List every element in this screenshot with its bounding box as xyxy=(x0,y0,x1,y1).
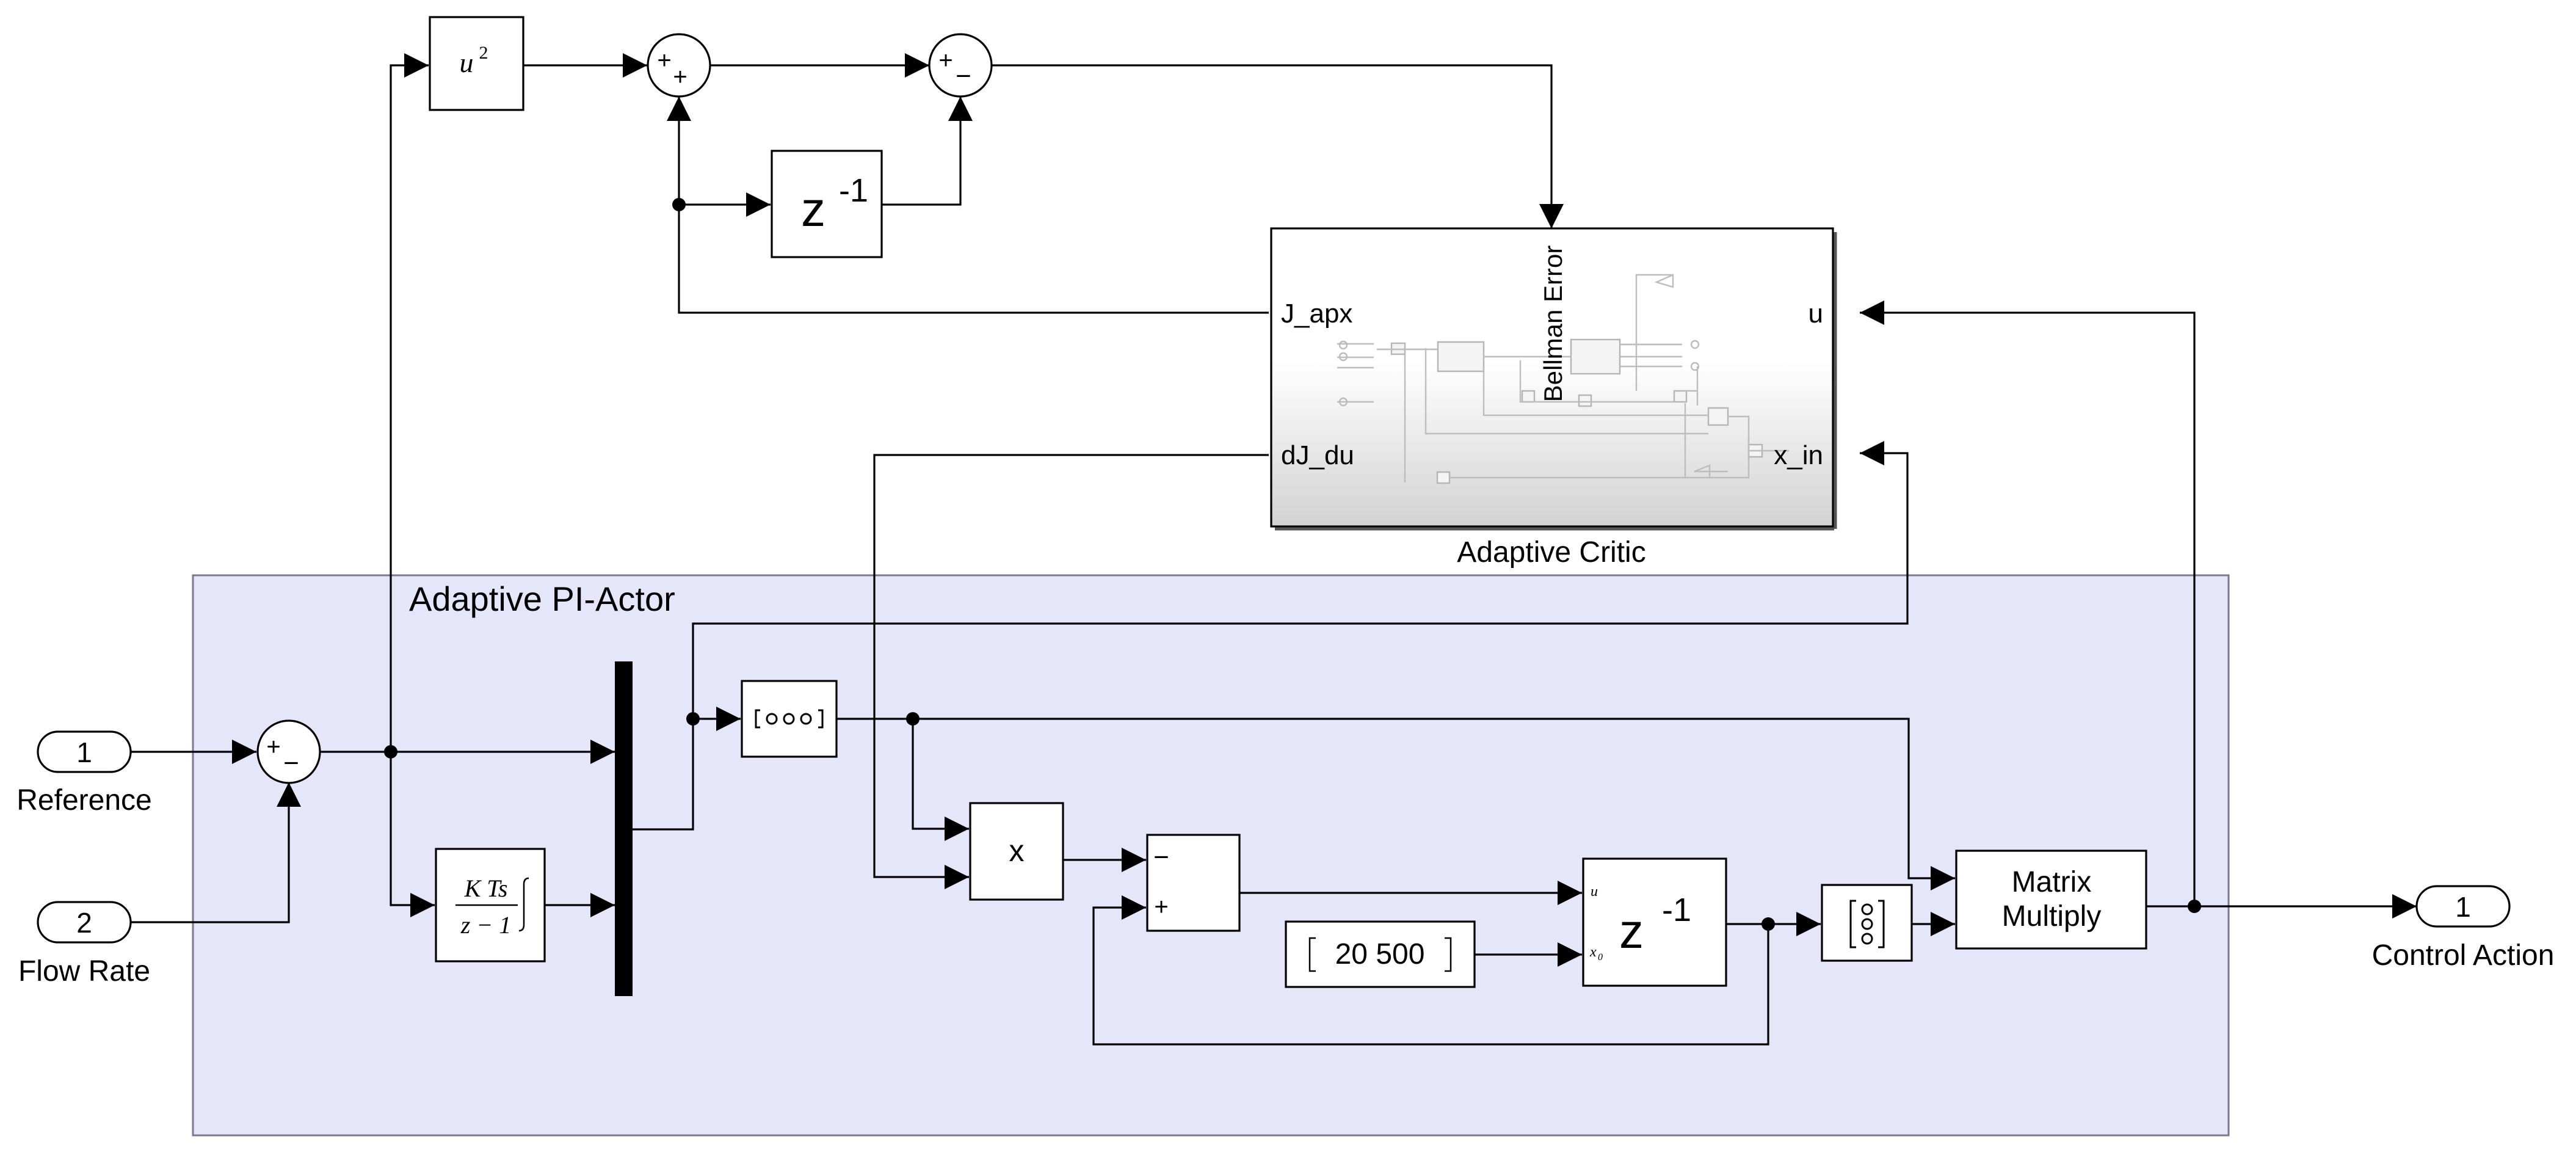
svg-text:z: z xyxy=(1619,904,1644,958)
outport-control-action[interactable]: 1 Control Action xyxy=(2372,885,2555,972)
sum-bellman-1[interactable]: + + xyxy=(647,33,711,98)
svg-text:u: u xyxy=(1591,884,1598,900)
svg-text:-1: -1 xyxy=(839,172,868,209)
wire-delay-to-sum2[interactable] xyxy=(882,96,973,206)
critic-port-bellman-error: Bellman Error xyxy=(1539,246,1567,402)
wire-error-to-square[interactable] xyxy=(390,53,429,752)
matrix-multiply-block[interactable]: Matrix Multiply xyxy=(1955,850,2147,950)
sum-update-block[interactable]: − + xyxy=(1146,834,1241,932)
inport-number: 1 xyxy=(76,737,92,768)
wire-transpose-to-matmul[interactable] xyxy=(913,718,1955,890)
critic-port-x-in: x_in xyxy=(1774,440,1823,470)
sum-reference[interactable]: + − xyxy=(256,719,321,784)
wire-djdu-to-product[interactable] xyxy=(873,454,1269,889)
svg-text:K Ts: K Ts xyxy=(464,875,508,902)
svg-text:Matrix: Matrix xyxy=(2012,866,2092,898)
wire-sum2-to-critic[interactable] xyxy=(992,64,1564,228)
inport-label: Reference xyxy=(16,784,151,817)
critic-port-u: u xyxy=(1809,299,1823,329)
constant-block[interactable]: 20 500 xyxy=(1285,920,1476,988)
svg-text:+: + xyxy=(657,47,671,74)
delay-ic-block[interactable]: u x 0 z -1 xyxy=(1582,857,1727,987)
svg-text:+: + xyxy=(1154,893,1168,920)
svg-text:+: + xyxy=(266,733,280,760)
svg-text:+: + xyxy=(938,47,952,74)
critic-port-japx: J_apx xyxy=(1281,299,1352,329)
svg-text:Multiply: Multiply xyxy=(2002,900,2102,933)
sum-bellman-2[interactable]: + − xyxy=(928,33,993,98)
wire-mux-to-critic-x-in[interactable] xyxy=(633,441,1909,831)
wire-output-to-critic-u[interactable] xyxy=(1860,300,2196,906)
adaptive-critic-subsystem[interactable]: J_apx dJ_du u x_in Bellman Error Adaptiv… xyxy=(1270,227,1837,569)
product-block[interactable]: x xyxy=(969,802,1064,901)
square-block[interactable]: u 2 xyxy=(429,16,524,111)
critic-internal-preview xyxy=(1337,274,1789,484)
unit-delay-block[interactable]: z -1 xyxy=(771,150,883,258)
outport-label: Control Action xyxy=(2372,939,2555,972)
inport-number: 2 xyxy=(76,907,92,939)
outport-number: 1 xyxy=(2455,891,2471,923)
svg-text:x: x xyxy=(1589,944,1597,960)
wire-japx-to-sum1[interactable] xyxy=(667,96,1269,314)
svg-text:2: 2 xyxy=(479,43,488,63)
svg-text:−: − xyxy=(1153,842,1169,872)
inport-reference[interactable]: 1 Reference xyxy=(16,730,152,817)
svg-text:u: u xyxy=(460,47,474,78)
discrete-integrator-block[interactable]: K Ts z − 1 xyxy=(435,848,546,963)
branch-points xyxy=(384,198,2201,931)
svg-text:+: + xyxy=(673,64,687,90)
critic-block-name: Adaptive Critic xyxy=(1457,536,1645,569)
constant-value: 20 500 xyxy=(1335,938,1425,970)
svg-text:z: z xyxy=(801,182,825,236)
svg-text:x: x xyxy=(1009,834,1025,868)
svg-text:−: − xyxy=(956,61,971,91)
mux-block[interactable] xyxy=(615,661,633,996)
wire-transpose-to-product[interactable] xyxy=(912,719,969,841)
wire-flow-rate[interactable] xyxy=(131,782,301,923)
svg-text:z − 1: z − 1 xyxy=(460,911,512,939)
inport-flow-rate[interactable]: 2 Flow Rate xyxy=(18,901,150,988)
critic-port-djdu: dJ_du xyxy=(1281,440,1354,470)
vector-reshape-block[interactable] xyxy=(1821,884,1913,962)
svg-text:-1: -1 xyxy=(1662,892,1691,928)
svg-text:−: − xyxy=(283,748,299,778)
transpose-block[interactable] xyxy=(741,680,838,758)
wire-error-to-integrator[interactable] xyxy=(390,752,435,917)
inport-label: Flow Rate xyxy=(18,955,150,988)
svg-text:0: 0 xyxy=(1598,952,1603,963)
wire-delay-feedback[interactable] xyxy=(1092,895,1769,1046)
area-title: Adaptive PI-Actor xyxy=(409,580,675,618)
